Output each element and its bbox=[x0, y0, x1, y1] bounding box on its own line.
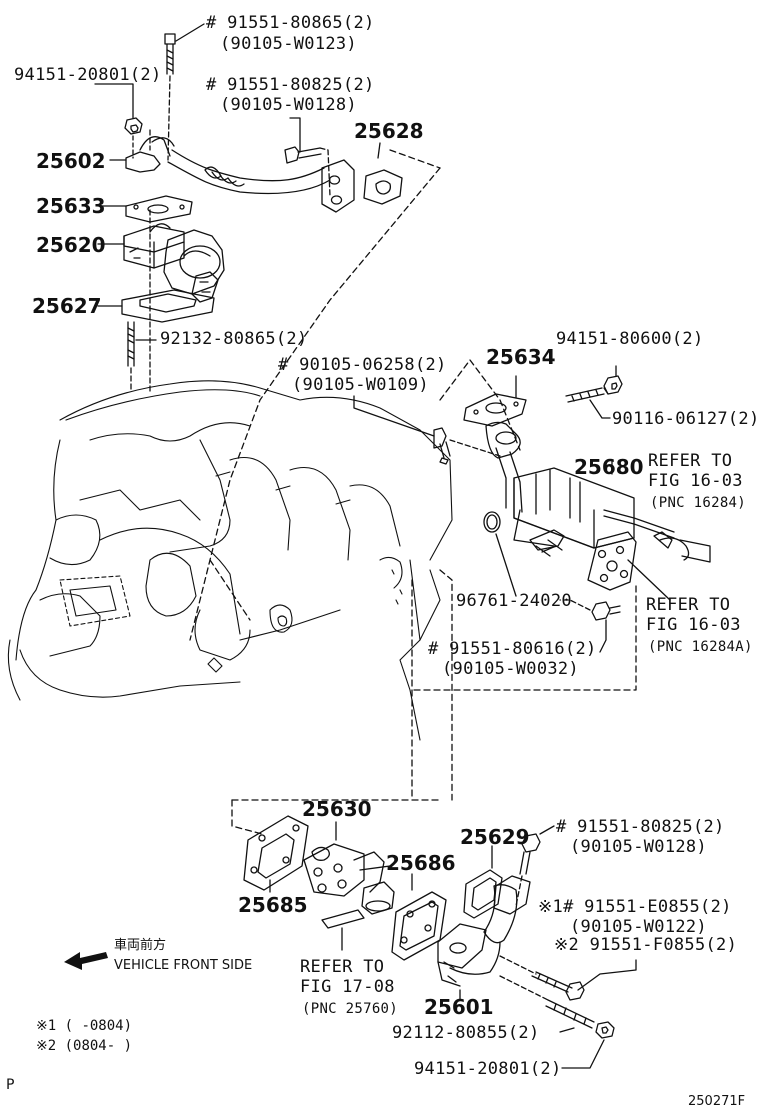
refer-label-3-pnc: (PNC 25760) bbox=[302, 1001, 399, 1017]
gasket-25634 bbox=[463, 393, 527, 427]
vehicle-front-label-en: VEHICLE FRONT SIDE bbox=[114, 958, 253, 973]
part-label-90105-06258: # 90105-06258(2) bbox=[278, 355, 447, 375]
egr-pipe-25602 bbox=[125, 136, 355, 213]
refer-label-1-line1: REFER TO bbox=[648, 451, 733, 471]
part-label-90105-W0128-bot: (90105-W0128) bbox=[570, 837, 707, 857]
part-label-91551-F0855: ※2 91551-F0855(2) bbox=[554, 935, 738, 955]
bolt-mid bbox=[284, 146, 331, 197]
part-label-25601: 25601 bbox=[424, 995, 494, 1019]
footnote-1: ※1 ( -0804) bbox=[36, 1018, 133, 1034]
part-label-92112-80855: 92112-80855(2) bbox=[392, 1023, 540, 1043]
refer-label-1-pnc: (PNC 16284) bbox=[650, 495, 747, 511]
part-label-25680: 25680 bbox=[574, 455, 644, 479]
bolt-91551-E0855 bbox=[499, 955, 585, 1001]
part-label-90105-W0109: (90105-W0109) bbox=[292, 375, 429, 395]
vehicle-front-label-jp: 車両前方 bbox=[114, 938, 167, 953]
part-label-90105-W0128-top: (90105-W0128) bbox=[220, 95, 357, 115]
page-letter: P bbox=[6, 1077, 15, 1093]
part-label-91551-80825-bot: # 91551-80825(2) bbox=[556, 817, 725, 837]
refer-label-3-line2: FIG 17-08 bbox=[300, 977, 395, 997]
part-label-25630: 25630 bbox=[302, 797, 372, 821]
egr-part-25630 bbox=[303, 843, 395, 915]
stud-92132 bbox=[127, 321, 135, 393]
refer-label-2-pnc: (PNC 16284A) bbox=[648, 639, 753, 655]
part-label-25685: 25685 bbox=[238, 893, 308, 917]
part-label-90105-W0032: (90105-W0032) bbox=[442, 659, 579, 679]
engine-block bbox=[7, 380, 453, 741]
part-label-91551-80865: # 91551-80865(2) bbox=[206, 13, 375, 33]
part-label-90105-W0122: (90105-W0122) bbox=[570, 917, 707, 937]
part-label-91551-80616: # 91551-80616(2) bbox=[428, 639, 597, 659]
part-label-90116-06127: 90116-06127(2) bbox=[612, 409, 760, 429]
part-label-25629: 25629 bbox=[460, 825, 530, 849]
part-label-96761-24020: 96761-24020 bbox=[456, 591, 572, 611]
part-label-94151-80600: 94151-80600(2) bbox=[556, 329, 704, 349]
gasket-25628 bbox=[363, 169, 403, 205]
gasket-25633 bbox=[125, 195, 193, 223]
figure-id: 250271F bbox=[688, 1094, 746, 1109]
part-label-25602: 25602 bbox=[36, 149, 106, 173]
vehicle-front-arrow bbox=[64, 952, 108, 970]
egr-cooler-25680 bbox=[485, 421, 711, 601]
part-label-94151-20801-top: 94151-20801(2) bbox=[14, 65, 162, 85]
gasket-25629 bbox=[463, 869, 503, 919]
bolt-90105-06258 bbox=[353, 395, 451, 465]
refer-label-2-line1: REFER TO bbox=[646, 595, 731, 615]
gasket-25685 bbox=[243, 815, 309, 891]
part-label-25633: 25633 bbox=[36, 194, 106, 218]
part-label-92132-80865: 92132-80865(2) bbox=[160, 329, 308, 349]
bolt-91551-80616 bbox=[559, 599, 621, 653]
bolt-top bbox=[164, 33, 176, 161]
stud-92112 bbox=[499, 975, 595, 1029]
stud-90116 bbox=[565, 375, 623, 403]
egr-valve-25620 bbox=[123, 223, 225, 303]
hose-17-08 bbox=[321, 909, 365, 951]
part-label-25634: 25634 bbox=[486, 345, 556, 369]
nut-lower bbox=[595, 1021, 615, 1039]
part-label-94151-20801-bot: 94151-20801(2) bbox=[414, 1059, 562, 1079]
part-label-91551-80825-top: # 91551-80825(2) bbox=[206, 75, 375, 95]
part-label-25686: 25686 bbox=[386, 851, 456, 875]
gasket-25627 bbox=[121, 289, 215, 323]
refer-label-3-line1: REFER TO bbox=[300, 957, 385, 977]
refer-label-2-line2: FIG 16-03 bbox=[646, 615, 741, 635]
part-label-25627: 25627 bbox=[32, 294, 102, 318]
part-label-25620: 25620 bbox=[36, 233, 106, 257]
part-label-91551-E0855: ※1# 91551-E0855(2) bbox=[538, 897, 732, 917]
o-ring-96761 bbox=[483, 511, 501, 533]
part-label-90105-W0123: (90105-W0123) bbox=[220, 34, 357, 54]
footnote-2: ※2 (0804- ) bbox=[36, 1038, 133, 1054]
egr-pipe-25601 bbox=[437, 875, 531, 987]
part-label-25628: 25628 bbox=[354, 119, 424, 143]
refer-label-1-line2: FIG 16-03 bbox=[648, 471, 743, 491]
